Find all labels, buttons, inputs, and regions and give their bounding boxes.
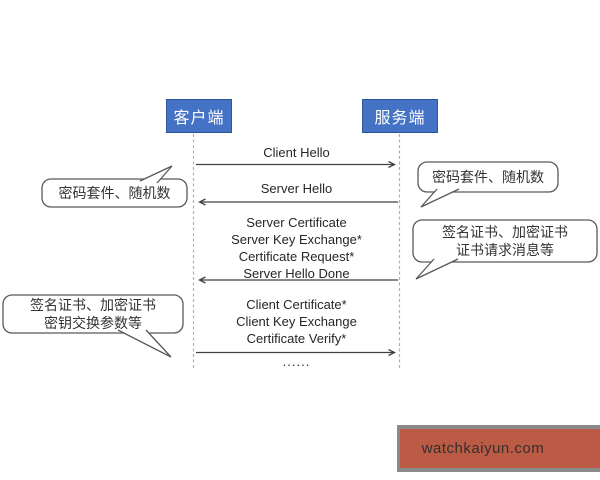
callout-right-mid-line1: 签名证书、加密证书 (442, 224, 568, 240)
msg-server-hello: Server Hello (260, 181, 333, 196)
callout-right-mid-text: 签名证书、加密证书 证书请求消息等 (413, 220, 597, 262)
callout-left-top-text: 密码套件、随机数 (58, 185, 171, 201)
actor-server-box: 服务端 (362, 99, 438, 133)
callout-left-bottom-line2: 密钥交换参数等 (44, 315, 142, 331)
msg-ellipsis: ...... (282, 354, 311, 369)
callout-right-mid-bubble (412, 219, 598, 280)
callout-right-mid-line2: 证书请求消息等 (456, 242, 554, 258)
msg-certificate-request: Certificate Request* (238, 249, 355, 264)
msg-client-block: Client Certificate* Client Key Exchange … (193, 296, 400, 347)
actor-client-label: 客户端 (173, 110, 225, 127)
msg-server-key-exchange: Server Key Exchange* (231, 232, 362, 247)
callout-right-top-text: 密码套件、随机数 (432, 169, 544, 185)
callout-right-top-bubble (417, 161, 559, 208)
actor-client-box: 客户端 (166, 99, 232, 133)
msg-client-certificate: Client Certificate* (246, 297, 347, 312)
watermark-box: watchkaiyun.com (400, 429, 600, 468)
callout-left-bottom-line1: 签名证书、加密证书 (30, 297, 156, 313)
msg-server-certificate: Server Certificate (246, 215, 347, 230)
watermark-text: watchkaiyun.com (421, 440, 545, 457)
msg-server-hello-done: Server Hello Done (243, 266, 350, 281)
callout-left-bottom-bubble (2, 294, 184, 358)
msg-client-key-exchange: Client Key Exchange (236, 314, 357, 329)
msg-client-hello: Client Hello (263, 145, 330, 160)
actor-server-label: 服务端 (374, 110, 426, 127)
msg-certificate-verify: Certificate Verify* (246, 331, 347, 346)
callout-left-top-bubble (41, 165, 188, 208)
msg-server-block: Server Certificate Server Key Exchange* … (193, 214, 400, 282)
callout-left-bottom-text: 签名证书、加密证书 密钥交换参数等 (3, 295, 183, 333)
